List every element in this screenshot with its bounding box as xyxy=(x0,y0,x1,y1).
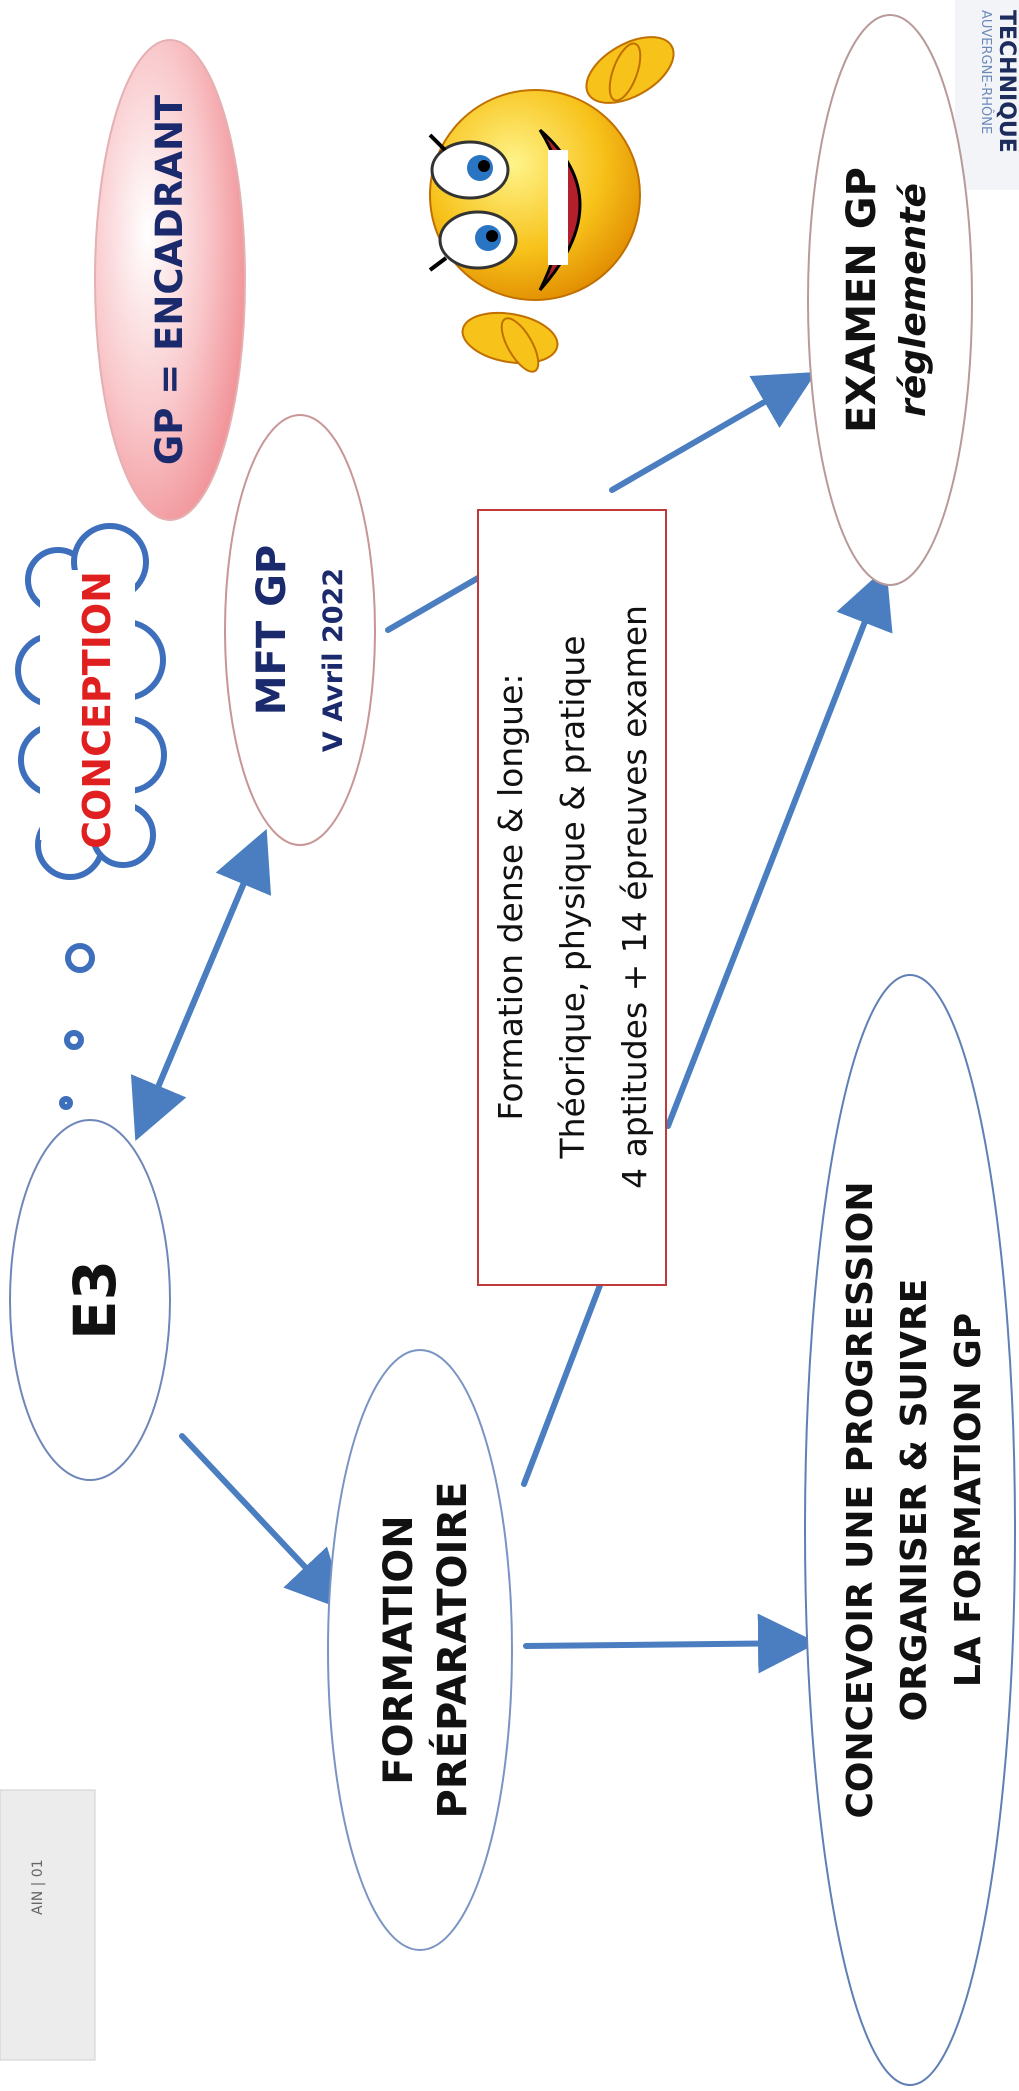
logo-corner-top-right: TECHNIQUE AUVERGNE-RHÔNE xyxy=(955,0,1019,190)
arrow-formation-to-concevoir xyxy=(523,1613,818,1674)
info-line1: Formation dense & longue: xyxy=(491,674,530,1121)
arrow-box-to-examen xyxy=(609,372,817,493)
encadrant-label: GP = ENCADRANT xyxy=(148,94,191,465)
e3-label: E3 xyxy=(61,1260,129,1340)
arrow-formation-to-box xyxy=(521,1277,605,1487)
concevoir-line1: CONCEVOIR UNE PROGRESSION xyxy=(840,1181,881,1818)
examen-line1: EXAMEN GP xyxy=(839,167,885,433)
formation-prep-line1: FORMATION xyxy=(376,1515,422,1784)
conception-label: CONCEPTION xyxy=(75,571,119,849)
node-e3: E3 xyxy=(9,1119,171,1481)
corner-label: AIN | 01 xyxy=(30,1859,46,1915)
arrow-box-to-examen-2 xyxy=(665,566,893,1129)
arrow-mft-to-e3 xyxy=(130,837,265,1142)
examen-line2: réglementé xyxy=(893,183,934,417)
mft-date: V Avril 2022 xyxy=(318,568,349,752)
node-concevoir: CONCEVOIR UNE PROGRESSION ORGANISER & SU… xyxy=(804,974,1016,2086)
arrows xyxy=(130,372,893,1674)
node-encadrant: GP = ENCADRANT xyxy=(94,39,246,521)
formation-prep-line2: PRÉPARATOIRE xyxy=(428,1482,476,1819)
info-line3: 4 aptitudes + 14 épreuves examen xyxy=(615,605,654,1189)
info-line2: Théorique, physique & pratique xyxy=(553,635,592,1159)
page-corner-bottom-left: AIN | 01 xyxy=(0,1789,96,2061)
node-mft: MFT GP V Avril 2022 xyxy=(224,414,376,846)
node-conception-cloud: CONCEPTION xyxy=(15,523,167,880)
mft-title: MFT GP xyxy=(249,545,295,716)
node-formation-preparatoire: FORMATION PRÉPARATOIRE xyxy=(327,1349,513,1951)
thought-bubbles xyxy=(59,943,95,1110)
concevoir-line3: LA FORMATION GP xyxy=(948,1313,989,1687)
emoji-face-icon xyxy=(428,36,675,373)
arrow-e3-to-formation xyxy=(179,1433,347,1611)
logo-text-region: AUVERGNE-RHÔNE xyxy=(978,10,994,134)
node-info-box: Formation dense & longue: Théorique, phy… xyxy=(477,509,667,1286)
arrow-mft-to-box xyxy=(385,575,481,633)
concevoir-line2: ORGANISER & SUIVRE xyxy=(894,1279,935,1722)
node-examen: EXAMEN GP réglementé xyxy=(807,14,973,586)
logo-text-technique: TECHNIQUE xyxy=(994,10,1019,153)
